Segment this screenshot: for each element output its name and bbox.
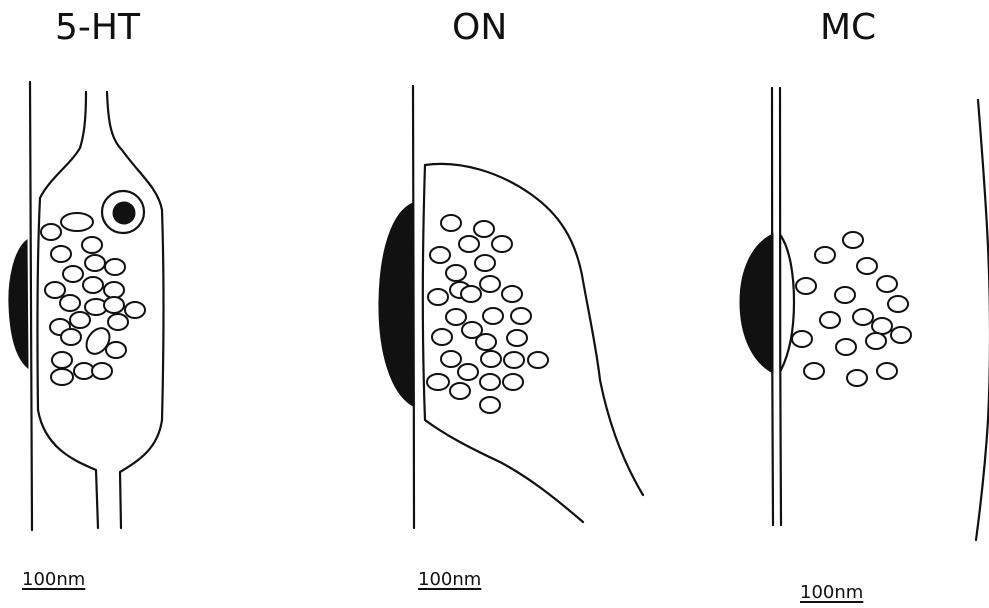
vesicle — [60, 295, 80, 311]
vesicle — [450, 383, 470, 399]
vesicle — [459, 236, 479, 252]
vesicle — [804, 363, 824, 379]
vesicle — [105, 259, 125, 275]
right-membrane-line — [976, 100, 989, 540]
vesicle — [503, 374, 523, 390]
vesicle — [857, 258, 877, 274]
vesicle — [82, 237, 102, 253]
vesicle — [441, 215, 461, 231]
vesicle — [446, 265, 466, 281]
vesicle — [507, 330, 527, 346]
panel-mc — [740, 88, 989, 540]
vesicle — [511, 308, 531, 324]
vesicle — [502, 286, 522, 302]
vesicle — [480, 374, 500, 390]
panel-5ht — [9, 82, 164, 530]
vesicle — [891, 327, 911, 343]
vesicle — [427, 374, 449, 390]
vesicle — [45, 282, 65, 298]
vesicle — [877, 276, 897, 292]
vesicle — [51, 246, 71, 262]
vesicle — [836, 339, 856, 355]
vesicle — [492, 236, 512, 252]
vesicle — [872, 318, 892, 334]
vesicle — [843, 232, 863, 248]
vesicle — [70, 312, 90, 328]
vesicle — [125, 302, 145, 318]
vesicle — [51, 369, 73, 385]
vesicle — [108, 314, 128, 330]
vesicle — [480, 276, 500, 292]
vesicle — [820, 312, 840, 328]
vesicle — [528, 352, 548, 368]
vesicle — [480, 397, 500, 413]
vesicle — [41, 224, 61, 240]
vesicle — [92, 363, 112, 379]
vesicle — [504, 352, 524, 368]
vesicle — [474, 221, 494, 237]
postsynaptic-density — [9, 240, 28, 368]
vesicle — [481, 351, 501, 367]
vesicle — [61, 329, 81, 345]
vesicle — [888, 296, 908, 312]
vesicle — [483, 308, 503, 324]
vesicle — [106, 342, 126, 358]
vesicle — [461, 286, 481, 302]
vesicle — [441, 351, 461, 367]
vesicle — [446, 309, 466, 325]
scale-bar-5ht: 100nm — [22, 571, 85, 589]
vesicle — [815, 247, 835, 263]
vesicle — [104, 297, 124, 313]
vesicle — [52, 352, 72, 368]
panel-on — [379, 86, 643, 528]
scale-bar-on: 100nm — [418, 571, 481, 589]
vesicle — [61, 213, 93, 231]
vesicle — [866, 333, 886, 349]
vesicle — [475, 255, 495, 271]
vesicle — [476, 334, 496, 350]
vesicle — [63, 266, 83, 282]
vesicle — [104, 282, 124, 298]
vesicle — [835, 287, 855, 303]
vesicle — [792, 331, 812, 347]
postsynaptic-membrane-line — [30, 82, 32, 530]
vesicle — [432, 329, 452, 345]
scale-bar-mc: 100nm — [800, 584, 863, 602]
vesicle — [796, 278, 816, 294]
vesicle — [430, 247, 450, 263]
vesicle — [847, 370, 867, 386]
vesicle — [877, 363, 897, 379]
membrane-line-inner — [780, 88, 781, 525]
vesicle — [458, 364, 478, 380]
postsynaptic-density — [379, 203, 413, 406]
vesicle — [85, 255, 105, 271]
vesicle — [83, 277, 103, 293]
presynaptic-bulge — [781, 236, 794, 370]
vesicle — [853, 309, 873, 325]
dense-core — [113, 202, 135, 224]
postsynaptic-density — [740, 234, 773, 373]
vesicle — [428, 289, 448, 305]
